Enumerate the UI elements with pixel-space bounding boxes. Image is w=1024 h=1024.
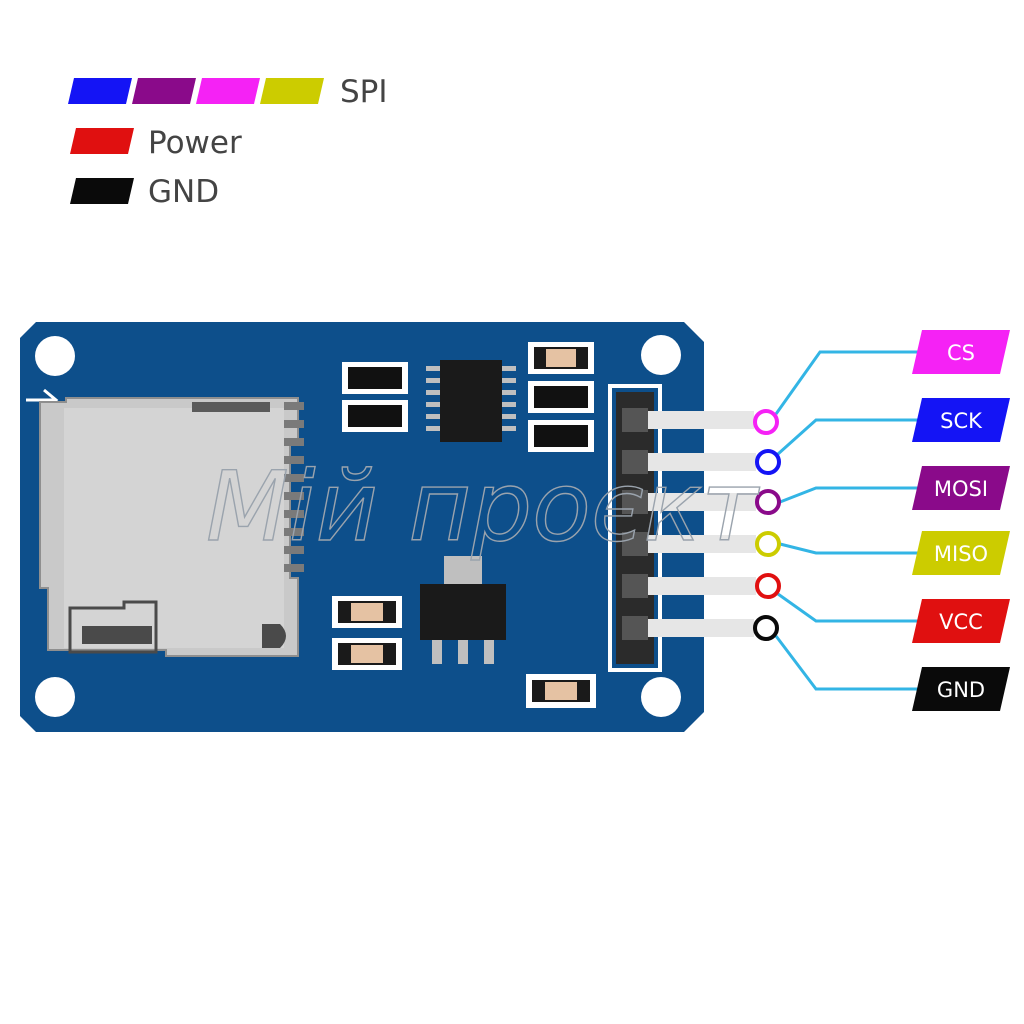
header-pin-gnd: [622, 616, 648, 640]
pin-label-sck: SCK: [912, 398, 1010, 442]
pin-label-cs: CS: [912, 330, 1010, 374]
sd-card-module-board: [20, 322, 756, 732]
legend-gnd: GND: [70, 174, 219, 210]
pin-label-text-miso: MISO: [934, 542, 988, 566]
wire-cs: [774, 350, 930, 415]
smd-components: [332, 342, 596, 708]
capacitor-black-2: [342, 400, 408, 432]
watermark-text: Мій проєкт: [206, 451, 761, 563]
resistor-4: [526, 674, 596, 708]
pin-labels: CS SCK MOSI MISO VCC GND: [912, 330, 1010, 711]
mounting-hole-bottom-right: [641, 677, 681, 717]
legend-label-power: Power: [148, 125, 242, 161]
mounting-hole-top-left: [35, 336, 75, 376]
capacitor-black-3: [528, 381, 594, 413]
pin-label-text-sck: SCK: [940, 409, 983, 433]
pin-trace-vcc: [648, 577, 756, 595]
wire-vcc: [777, 592, 930, 623]
legend-swatch-spi-4: [260, 78, 324, 104]
pin-label-bg-vcc: [912, 599, 1010, 643]
pin-trace-mosi: [648, 493, 756, 511]
pin-trace-gnd: [648, 619, 754, 637]
pin-header: [608, 384, 756, 672]
legend-swatch-spi-1: [68, 78, 132, 104]
legend-swatch-spi-2: [132, 78, 196, 104]
wire-miso: [779, 542, 930, 555]
pin-label-vcc: VCC: [912, 599, 1010, 643]
pin-label-bg-cs: [912, 330, 1010, 374]
header-pin-mosi: [622, 490, 648, 514]
pin-circle-miso: [755, 531, 781, 557]
pin-label-bg-mosi: [912, 466, 1010, 510]
pin-label-gnd: GND: [912, 667, 1010, 711]
mounting-hole-top-right: [641, 335, 681, 375]
resistor-3: [332, 638, 402, 670]
pin-circle-vcc: [755, 573, 781, 599]
legend-label-gnd: GND: [148, 174, 219, 210]
pin-circle-sck: [755, 449, 781, 475]
connection-wires: [774, 350, 930, 691]
legend: SPI Power GND: [68, 74, 388, 210]
wire-sck: [776, 418, 930, 456]
legend-label-spi: SPI: [340, 74, 388, 110]
capacitor-black-1: [342, 362, 408, 394]
pin-label-text-cs: CS: [947, 341, 975, 365]
pin-label-text-mosi: MOSI: [934, 477, 988, 501]
pin-label-bg-miso: [912, 531, 1010, 575]
capacitor-black-4: [528, 420, 594, 452]
pin-label-miso: MISO: [912, 531, 1010, 575]
legend-swatch-power: [70, 128, 134, 154]
pin-label-mosi: MOSI: [912, 466, 1010, 510]
header-pin-sck: [622, 450, 648, 474]
legend-power: Power: [70, 125, 242, 161]
header-pin-vcc: [622, 574, 648, 598]
resistor-1: [528, 342, 594, 374]
wire-mosi: [779, 486, 930, 504]
pin-label-bg-sck: [912, 398, 1010, 442]
header-pin-miso: [622, 532, 648, 556]
micro-sd-slot: [39, 397, 304, 657]
legend-swatch-gnd: [70, 178, 134, 204]
pin-label-text-vcc: VCC: [939, 610, 983, 634]
pin-circle-mosi: [755, 489, 781, 515]
legend-swatch-spi-3: [196, 78, 260, 104]
legend-spi: SPI: [68, 74, 388, 110]
pin-trace-cs: [648, 411, 754, 429]
pin-label-bg-gnd: [912, 667, 1010, 711]
pin-trace-miso: [648, 535, 756, 553]
ic-chip: [426, 360, 516, 442]
header-pin-cs: [622, 408, 648, 432]
pin-circle-cs: [753, 409, 779, 435]
pin-label-text-gnd: GND: [937, 678, 985, 702]
pin-circle-gnd: [753, 615, 779, 641]
pin-trace-sck: [648, 453, 756, 471]
wire-gnd: [774, 635, 930, 691]
resistor-2: [332, 596, 402, 628]
mounting-hole-bottom-left: [35, 677, 75, 717]
voltage-regulator: [420, 556, 506, 664]
pin-circles: [753, 409, 781, 641]
